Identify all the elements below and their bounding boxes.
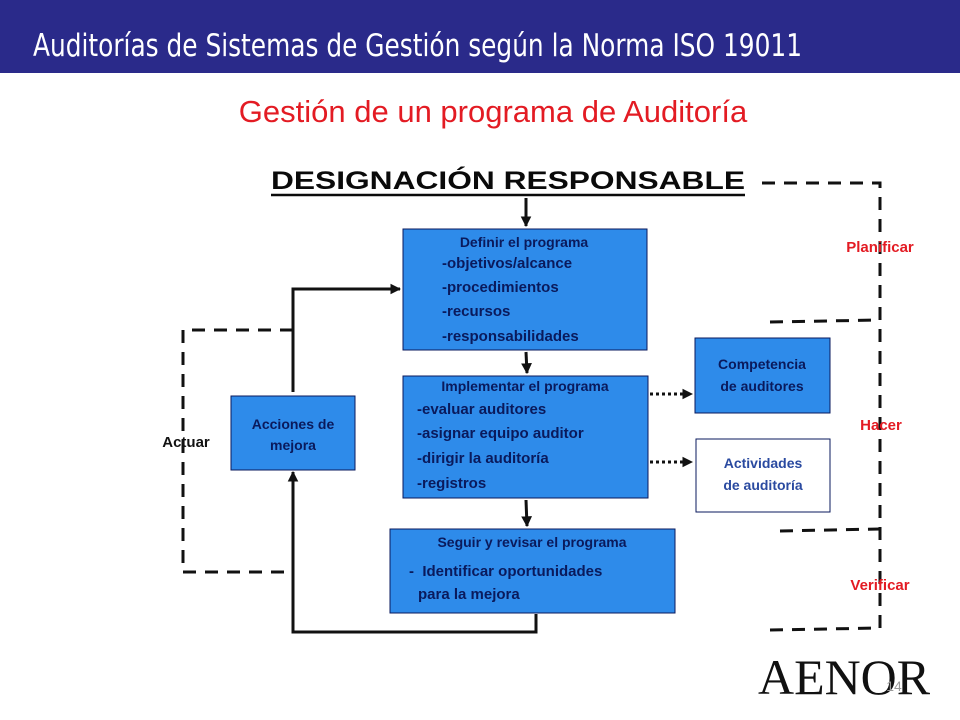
- box-competencia-line: de auditores: [720, 378, 803, 394]
- box-implementar-item: -asignar equipo auditor: [417, 425, 584, 442]
- box-definir-item: -responsabilidades: [442, 328, 579, 345]
- box-actividades-auditoria: Actividades de auditoría: [695, 438, 831, 513]
- phase-label-verificar: Verificar: [850, 577, 909, 594]
- box-implementar-item: -evaluar auditores: [417, 401, 546, 418]
- box-competencia-line: Competencia: [718, 356, 806, 372]
- box-actividades-line: de auditoría: [723, 477, 803, 493]
- box-implementar-item: -registros: [417, 475, 486, 492]
- designacion-heading: DESIGNACIÓN RESPONSABLE: [271, 165, 745, 195]
- box-implementar-programa: Implementar el programa -evaluar auditor…: [402, 375, 649, 499]
- box-seguir-item: para la mejora: [418, 586, 520, 603]
- box-definir-programa: Definir el programa -objetivos/alcance -…: [402, 228, 648, 351]
- box-definir-item: -objetivos/alcance: [442, 255, 572, 272]
- phase-label-planificar: Planificar: [846, 239, 914, 256]
- box-seguir-item: - Identificar oportunidades: [409, 563, 602, 580]
- box-acciones-line: mejora: [270, 437, 316, 453]
- box-implementar-item: -dirigir la auditoría: [417, 450, 549, 467]
- phase-label-actuar: Actuar: [162, 434, 210, 451]
- box-acciones-mejora: Acciones de mejora: [230, 395, 356, 471]
- actuar-dashed-bracket: [181, 328, 293, 574]
- page-number: 14: [886, 678, 902, 694]
- slide-title: Gestión de un programa de Auditoría: [239, 94, 748, 129]
- box-seguir-title: Seguir y revisar el programa: [437, 534, 626, 550]
- dotted-connectors: [650, 388, 694, 468]
- flow-arrows: [287, 198, 538, 634]
- box-definir-title: Definir el programa: [460, 234, 589, 250]
- box-acciones-line: Acciones de: [252, 416, 335, 432]
- box-implementar-title: Implementar el programa: [441, 378, 608, 394]
- header-bar: [0, 0, 960, 73]
- control-loop-dashed: [762, 181, 882, 632]
- box-seguir-revisar-programa: Seguir y revisar el programa - Identific…: [389, 528, 676, 614]
- box-definir-item: -procedimientos: [442, 279, 559, 296]
- box-competencia-auditores: Competencia de auditores: [694, 337, 831, 414]
- box-actividades-line: Actividades: [724, 455, 803, 471]
- box-definir-item: -recursos: [442, 303, 510, 320]
- aenor-logo: AENOR: [758, 649, 931, 705]
- header-title: Auditorías de Sistemas de Gestión según …: [33, 28, 802, 64]
- phase-label-hacer: Hacer: [860, 417, 902, 434]
